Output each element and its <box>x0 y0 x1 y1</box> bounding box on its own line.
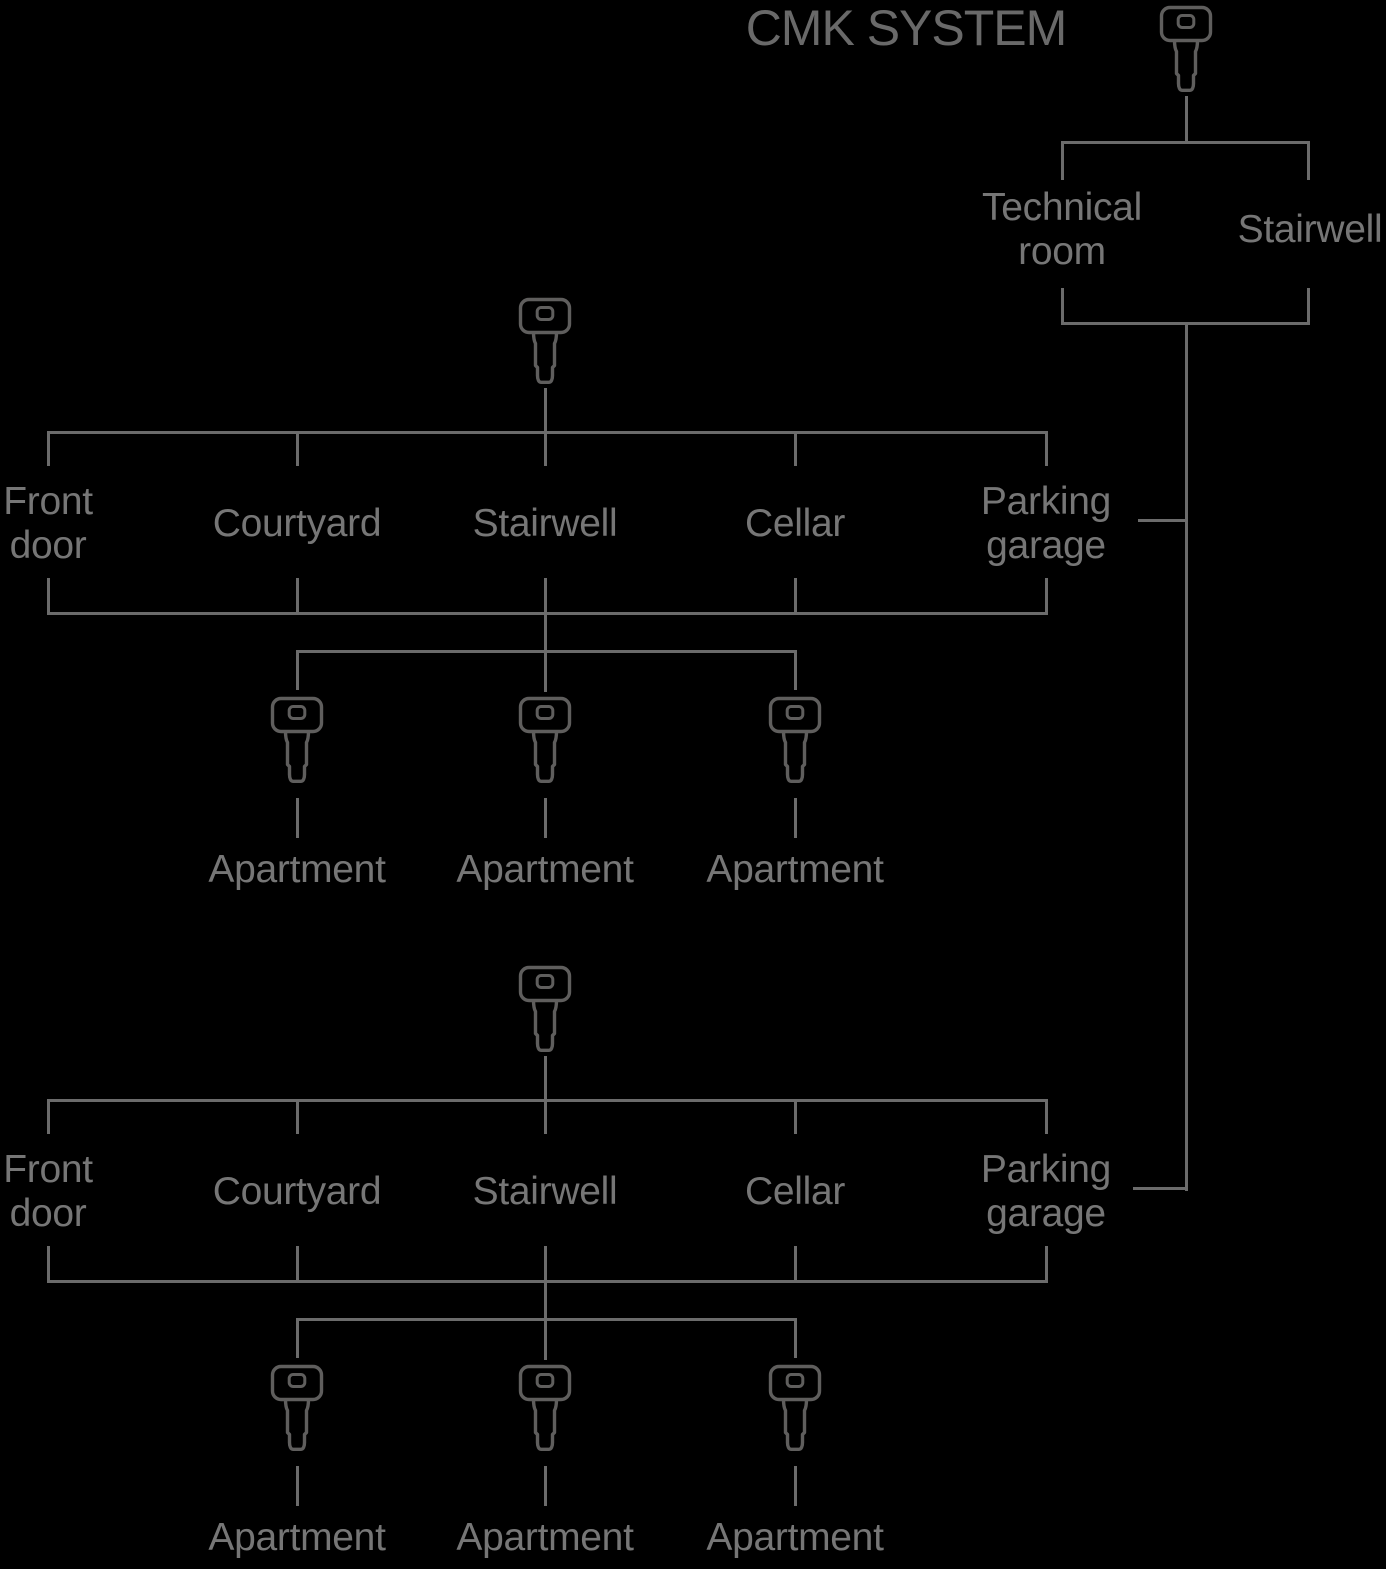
connector-line <box>46 1246 50 1283</box>
node-front-door: Front door <box>3 1147 93 1235</box>
node-cellar: Cellar <box>744 1169 846 1213</box>
connector-line <box>1044 431 1048 466</box>
node-apartment: Apartment <box>456 1516 634 1559</box>
connector-line <box>543 578 547 615</box>
node-courtyard: Courtyard <box>212 501 382 545</box>
doors-bracket-line <box>46 1099 1048 1102</box>
key-stem-line <box>793 1466 797 1506</box>
node-technical-room: Technical room <box>982 186 1142 273</box>
node-cellar: Cellar <box>744 501 846 545</box>
connector-line <box>295 650 299 690</box>
connector-line <box>1060 288 1064 325</box>
group-key-icon <box>518 965 572 1053</box>
diagram-title: CMK SYSTEM <box>745 0 1068 56</box>
key-stem-line <box>543 1056 547 1099</box>
apartment-key-icon <box>768 1364 822 1452</box>
connector-line <box>793 650 797 690</box>
apartments-bracket-line <box>295 650 797 653</box>
connector-line <box>1060 141 1064 180</box>
connector-line <box>793 1099 797 1134</box>
connector-line <box>543 1246 547 1283</box>
key-stem-line <box>295 1466 299 1506</box>
connector-line <box>46 1099 50 1134</box>
connector-line <box>295 431 299 466</box>
node-stairwell: Stairwell <box>472 501 618 545</box>
parking-garage-connector-2 <box>1133 1187 1187 1190</box>
connector-line <box>793 1246 797 1283</box>
node-apartment: Apartment <box>456 848 634 891</box>
group-key-icon <box>518 297 572 384</box>
doors-join-line <box>46 1280 1048 1283</box>
apartment-key-icon <box>270 1364 324 1452</box>
key-stem-line <box>793 798 797 838</box>
connector-line <box>46 431 50 466</box>
node-apartment: Apartment <box>706 1516 884 1559</box>
master-bracket-line <box>1060 141 1310 144</box>
apartment-key-icon <box>518 696 572 783</box>
master-key-stem-line <box>1184 96 1188 141</box>
connector-line <box>1044 1246 1048 1283</box>
key-group-2: Front door Courtyard Stairwell Cellar Pa… <box>0 964 1120 1568</box>
connector-line <box>295 578 299 615</box>
connector-line <box>793 578 797 615</box>
connector-line <box>543 431 547 466</box>
master-key-icon <box>1159 5 1213 93</box>
connector-line <box>793 431 797 466</box>
connector-line <box>1306 141 1310 180</box>
connector-line <box>793 1318 797 1358</box>
node-parking-garage: Parking garage <box>980 1147 1112 1235</box>
node-front-door: Front door <box>3 479 93 567</box>
key-stem-line <box>543 388 547 431</box>
node-apartment: Apartment <box>208 848 386 891</box>
apartment-key-icon <box>270 696 324 783</box>
connector-line <box>543 1099 547 1134</box>
doors-join-line <box>46 612 1048 615</box>
node-apartment: Apartment <box>706 848 884 891</box>
connector-line <box>1044 1099 1048 1134</box>
apartments-bracket-line <box>295 1318 797 1321</box>
node-stairwell-master: Stairwell <box>1237 208 1383 251</box>
node-apartment: Apartment <box>208 1516 386 1559</box>
master-trunk-line <box>1184 322 1188 1191</box>
connector-line <box>295 1318 299 1358</box>
node-stairwell: Stairwell <box>472 1169 618 1213</box>
key-stem-line <box>295 798 299 838</box>
key-stem-line <box>543 1466 547 1506</box>
node-parking-garage: Parking garage <box>980 479 1112 567</box>
doors-bracket-line <box>46 431 1048 434</box>
parking-garage-connector-1 <box>1138 519 1187 522</box>
connector-line <box>295 1099 299 1134</box>
connector-line <box>46 578 50 615</box>
connector-line <box>1044 578 1048 615</box>
key-group-1: Front door Courtyard Stairwell Cellar Pa… <box>0 296 1120 900</box>
apartment-key-icon <box>518 1364 572 1452</box>
connector-line <box>295 1246 299 1283</box>
key-stem-line <box>543 798 547 838</box>
node-courtyard: Courtyard <box>212 1169 382 1213</box>
connector-line <box>1306 288 1310 325</box>
apartment-key-icon <box>768 696 822 783</box>
